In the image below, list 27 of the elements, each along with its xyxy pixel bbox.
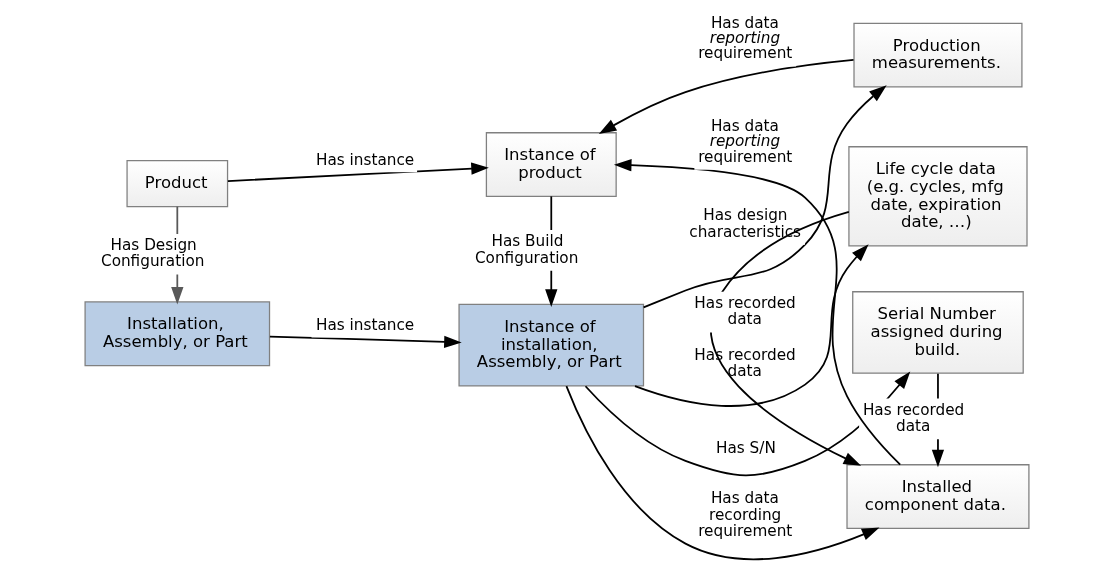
edge-label: Has Design Configuration [100,235,205,271]
node-box: Product [126,160,229,208]
node-box: Installation, Assembly, or Part [84,301,271,367]
node-box: Production measurements. [853,22,1023,88]
edge-label: Has recorded data [694,293,796,329]
node-box: Instance of product [485,132,617,197]
arrow [634,244,869,407]
arrow [269,335,462,349]
node-box: Installed component data. [846,464,1030,529]
arrow [642,85,887,309]
node-box: Serial Number assigned during build. [852,291,1024,374]
edge-label: Has instance [315,150,415,169]
edge-label: Has instance [315,316,415,335]
arrow [565,385,880,561]
edge-label: Has data recording requirement [698,489,793,541]
edge-label: Has design characteristics [689,206,802,241]
edge-label: Has Build Configuration [474,232,579,267]
edge-label: Has recorded data [862,400,965,436]
arrow [227,162,489,182]
arrow [613,159,902,466]
node-box: Instance of installation, Assembly, or Part [458,303,645,387]
arrow [598,59,855,134]
arrow [584,371,911,477]
edge-label: Has S/N [716,439,776,458]
edge-label: Has data reporting requirement [698,116,793,166]
node-box: Life cycle data (e.g. cycles, mfg date, expiration date, …) [848,146,1028,247]
edge-label: Has data reporting requirement [698,13,793,63]
